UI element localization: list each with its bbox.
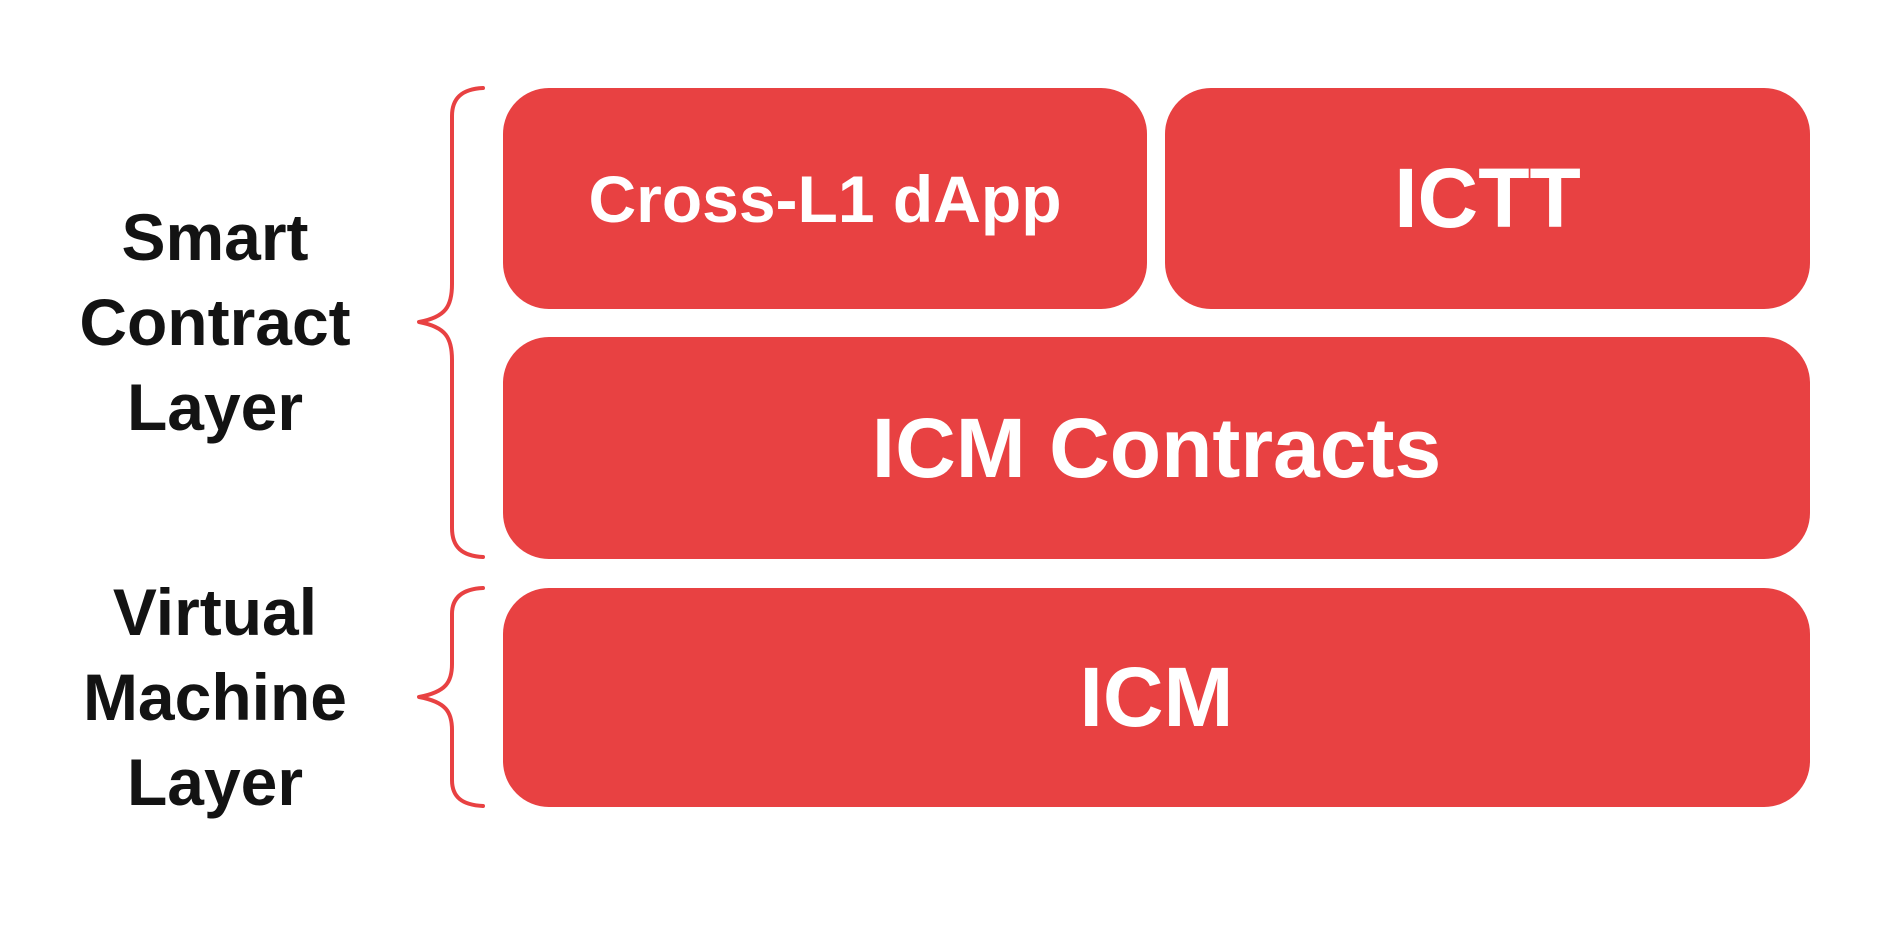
smart-contract-layer-label: Smart Contract Layer	[25, 195, 405, 450]
icm-box-label: ICM	[1079, 650, 1234, 744]
smart-contract-layer-label-line: Layer	[126, 370, 304, 444]
virtual-machine-brace	[417, 586, 485, 808]
virtual-machine-layer-label-line: Virtual	[112, 575, 318, 649]
smart-contract-layer-label-line: Smart	[121, 200, 309, 274]
cross-l1-dapp-box-label: Cross-L1 dApp	[588, 161, 1062, 236]
ictt-box-label: ICTT	[1394, 151, 1581, 245]
virtual-machine-layer-label: Virtual Machine Layer	[25, 570, 405, 825]
icm-contracts-box-label: ICM Contracts	[871, 400, 1442, 495]
virtual-machine-layer-label-line: Machine	[82, 660, 348, 734]
ictt-box: ICTT	[1165, 88, 1810, 309]
virtual-machine-layer-label-line: Layer	[126, 745, 304, 819]
icm-contracts-box: ICM Contracts	[503, 337, 1810, 559]
cross-l1-dapp-box: Cross-L1 dApp	[503, 88, 1147, 309]
icm-box: ICM	[503, 588, 1810, 807]
smart-contract-layer-label-line: Contract	[79, 285, 351, 359]
smart-contract-brace	[417, 86, 485, 559]
